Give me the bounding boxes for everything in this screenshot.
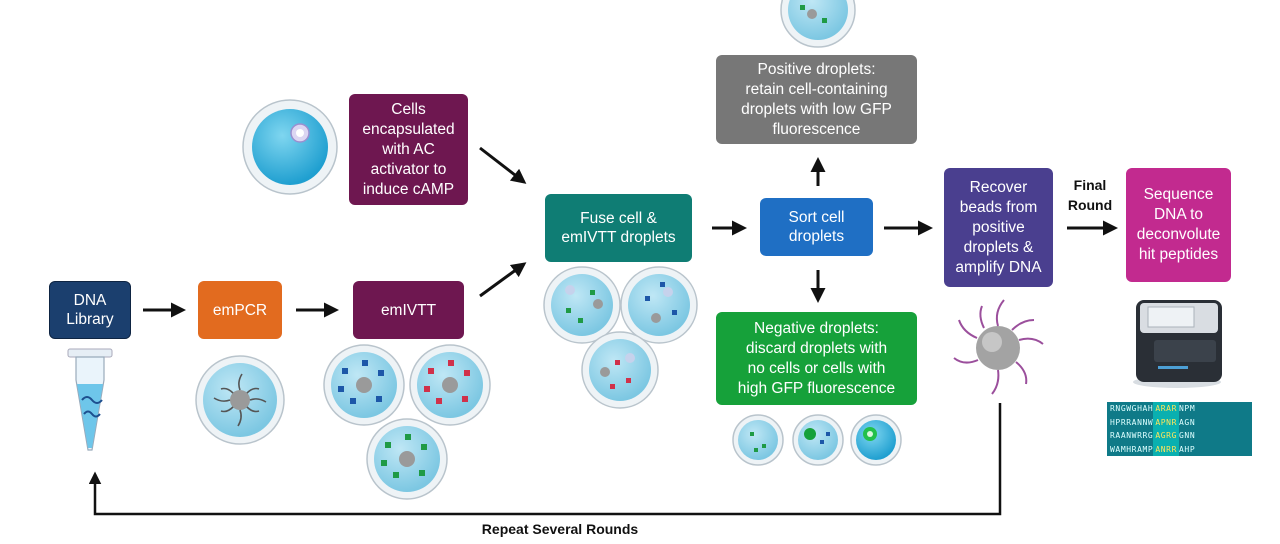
- final-round-label: Final Round: [1062, 175, 1118, 215]
- empcr-droplet-icon: [195, 355, 285, 445]
- recover-box: Recover beads from positive droplets & a…: [944, 168, 1053, 287]
- cells-line-1: Cells: [391, 100, 426, 118]
- sequence-line-2: DNA to: [1153, 206, 1204, 223]
- dna-library-line-1: DNA: [73, 292, 107, 309]
- seq-row-2-highlight: APNR: [1153, 415, 1180, 429]
- recover-line-3: positive: [972, 218, 1025, 236]
- empcr-box: emPCR: [198, 281, 282, 339]
- seq-row-3-highlight: AGRG: [1153, 429, 1180, 443]
- negative-line-4: high GFP fluorescence: [737, 379, 896, 397]
- seq-row-4-post: AHP: [1179, 444, 1196, 454]
- negative-line-1: Negative droplets:: [754, 319, 879, 337]
- sequence-box: Sequence DNA to deconvolute hit peptides: [1126, 168, 1231, 282]
- final-round-line-1: Final: [1073, 177, 1107, 193]
- bead-droplet-icon: [953, 299, 1044, 395]
- sequence-line-1: Sequence: [1143, 186, 1214, 203]
- dna-library-line-2: Library: [66, 311, 114, 328]
- cells-line-4: activator to: [370, 160, 447, 178]
- dna-library-tube-icon: [67, 348, 113, 451]
- positive-droplets-box: Positive droplets: retain cell-containin…: [716, 55, 917, 144]
- fuse-line-2: emIVTT droplets: [561, 229, 676, 246]
- positive-droplet-icon: [780, 0, 856, 48]
- sequence-line-4: hit peptides: [1138, 246, 1219, 263]
- negative-droplets-icon: [732, 414, 902, 466]
- positive-line-4: fluorescence: [772, 120, 861, 138]
- emivtt-box: emIVTT: [353, 281, 464, 339]
- sort-box: Sort cell droplets: [760, 198, 873, 256]
- fuse-line-1: Fuse cell &: [580, 210, 657, 227]
- seq-row-3-pre: RAANWRRG: [1110, 431, 1154, 440]
- cells-line-2: encapsulated: [362, 120, 455, 138]
- recover-line-5: amplify DNA: [955, 258, 1042, 276]
- emivtt-label: emIVTT: [380, 301, 437, 319]
- seq-row-2-pre: HPRRANNW: [1110, 417, 1154, 427]
- recover-line-1: Recover: [969, 178, 1028, 196]
- seq-row-3-post: GNN: [1179, 431, 1196, 440]
- sort-line-1: Sort cell: [788, 209, 845, 226]
- seq-row-1-post: NPM: [1179, 404, 1196, 413]
- negative-droplets-box: Negative droplets: discard droplets with…: [716, 312, 917, 405]
- seq-row-4-highlight: ANRR: [1153, 442, 1180, 456]
- sequence-line-3: deconvolute: [1136, 226, 1221, 243]
- arrow-repeat-loop: [88, 403, 1002, 516]
- negative-line-3: no cells or cells with: [747, 359, 886, 377]
- flow-arrows: [88, 146, 1118, 516]
- seq-row-1-pre: RNGWGHAH: [1110, 404, 1154, 413]
- recover-line-4: droplets &: [963, 238, 1034, 256]
- sort-line-2: droplets: [788, 228, 845, 245]
- emivtt-droplets-icon: [323, 344, 491, 500]
- cells-box: Cells encapsulated with AC activator to …: [349, 94, 468, 205]
- seq-row-4-pre: WAMHRAMP: [1110, 444, 1154, 454]
- fused-droplets-icon: [543, 266, 698, 409]
- arrow-emivtt-to-fuse: [479, 262, 527, 298]
- final-round-line-2: Round: [1067, 197, 1113, 213]
- cells-line-5: induce cAMP: [362, 180, 455, 198]
- positive-line-3: droplets with low GFP: [741, 100, 892, 118]
- empcr-label: emPCR: [212, 301, 268, 319]
- fuse-box: Fuse cell & emIVTT droplets: [545, 194, 692, 262]
- cells-line-3: with AC: [382, 140, 435, 158]
- cell-droplet-icon: [242, 99, 338, 195]
- arrow-cells-to-fuse: [479, 146, 527, 184]
- recover-line-2: beads from: [959, 198, 1038, 216]
- sequencer-machine-icon: [1133, 300, 1222, 388]
- seq-row-1-highlight: ARAR: [1153, 402, 1180, 416]
- positive-line-1: Positive droplets:: [757, 60, 876, 78]
- dna-library-box: DNA Library: [49, 281, 131, 339]
- repeat-label: Repeat Several Rounds: [481, 521, 639, 537]
- positive-line-2: retain cell-containing: [745, 80, 888, 98]
- seq-row-2-post: AGN: [1179, 417, 1196, 427]
- negative-line-2: discard droplets with: [745, 339, 888, 357]
